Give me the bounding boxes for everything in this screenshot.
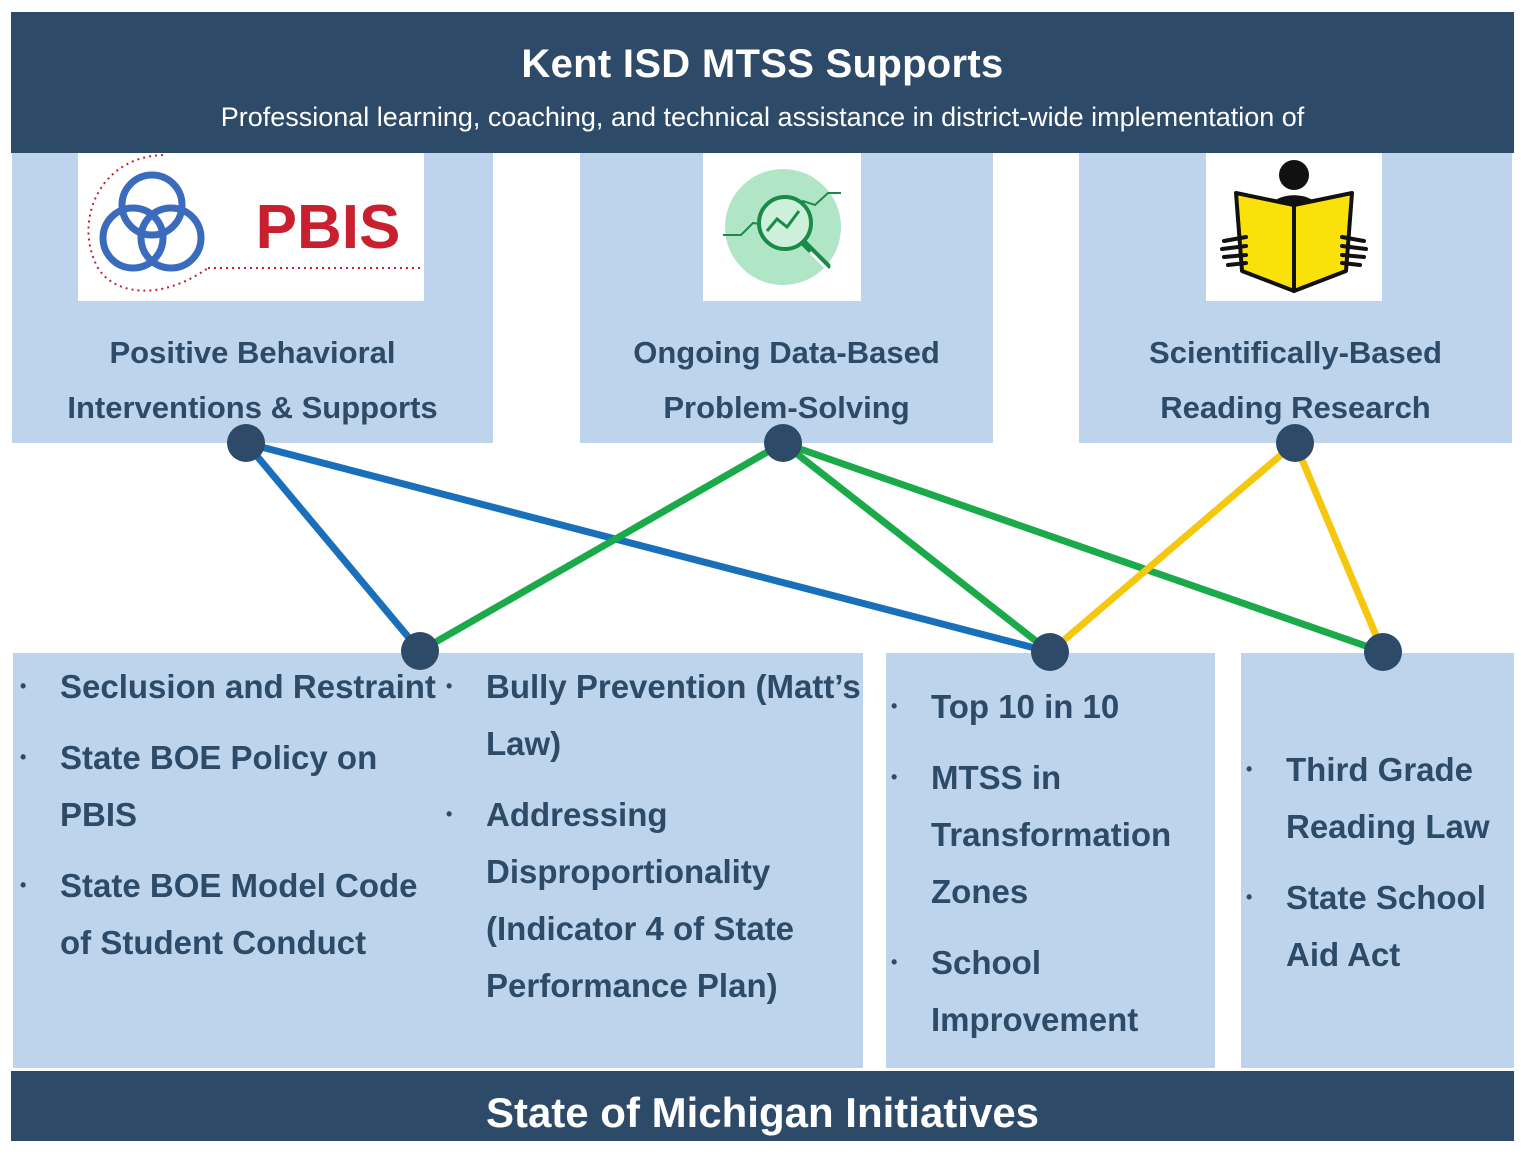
data-logo-tile (703, 153, 861, 301)
pbis-logo-tile: PBIS (78, 153, 424, 301)
pbis-rings-logo: PBIS (87, 154, 422, 292)
initiative-list-col2: Bully Prevention (Matt’s Law) Addressing… (441, 658, 861, 1028)
node-reading-bottom (1364, 633, 1402, 671)
node-reading-top (1276, 424, 1314, 462)
initiative-box-improvement: Top 10 in 10 MTSS in Transformation Zone… (886, 653, 1215, 1068)
node-pbis (227, 424, 265, 462)
list-item: Addressing Disproportionality (Indicator… (441, 786, 861, 1014)
support-label-data: Ongoing Data-Based Problem-Solving (633, 335, 940, 425)
connector-pbis-to-behavior (242, 439, 424, 655)
support-label-reading: Scientifically-Based Reading Research (1149, 335, 1442, 425)
initiative-list-reading: Third Grade Reading Law State School Aid… (1241, 741, 1514, 997)
page-subtitle: Professional learning, coaching, and tec… (220, 102, 1305, 132)
connector-reading-to-improvement (1046, 439, 1299, 656)
connector-reading-to-reading (1291, 439, 1387, 656)
initiative-box-behavior: Seclusion and Restraint State BOE Policy… (13, 653, 863, 1068)
list-item: Bully Prevention (Matt’s Law) (441, 658, 861, 772)
header-banner: Kent ISD MTSS Supports Professional lear… (11, 12, 1514, 153)
list-item: Seclusion and Restraint (15, 658, 440, 715)
support-box-reading: Scientifically-Based Reading Research (1079, 153, 1512, 443)
page-title: Kent ISD MTSS Supports (521, 42, 1004, 86)
footer-title: State of Michigan Initiatives (485, 1089, 1040, 1136)
reading-logo-tile (1206, 153, 1382, 301)
list-item: School Improvement (886, 934, 1215, 1048)
support-label-pbis: Positive Behavioral Interventions & Supp… (67, 335, 438, 425)
support-box-pbis: PBIS Positive Behavioral Interventions &… (12, 153, 493, 443)
connector-data-to-behavior (416, 439, 787, 655)
list-item: MTSS in Transformation Zones (886, 749, 1215, 920)
footer-banner: State of Michigan Initiatives (11, 1071, 1514, 1141)
data-magnifier-icon (723, 169, 841, 285)
person-reading-book-icon (1220, 160, 1368, 293)
connector-data-to-reading (779, 439, 1387, 656)
list-item: State BOE Model Code of Student Conduct (15, 857, 440, 971)
list-item: Third Grade Reading Law (1241, 741, 1514, 855)
node-data (764, 424, 802, 462)
initiative-list-col1: Seclusion and Restraint State BOE Policy… (15, 658, 440, 985)
list-item: State BOE Policy on PBIS (15, 729, 440, 843)
connector-pbis-to-improvement (242, 439, 1054, 656)
node-improvement (1031, 633, 1069, 671)
node-behavior (401, 632, 439, 670)
connector-data-to-improvement (779, 439, 1054, 656)
support-box-data: Ongoing Data-Based Problem-Solving (580, 153, 993, 443)
list-item: Top 10 in 10 (886, 678, 1215, 735)
initiative-box-reading: Third Grade Reading Law State School Aid… (1241, 653, 1514, 1068)
pbis-logo-text: PBIS (256, 193, 401, 262)
initiative-list-improvement: Top 10 in 10 MTSS in Transformation Zone… (886, 678, 1215, 1062)
list-item: State School Aid Act (1241, 869, 1514, 983)
